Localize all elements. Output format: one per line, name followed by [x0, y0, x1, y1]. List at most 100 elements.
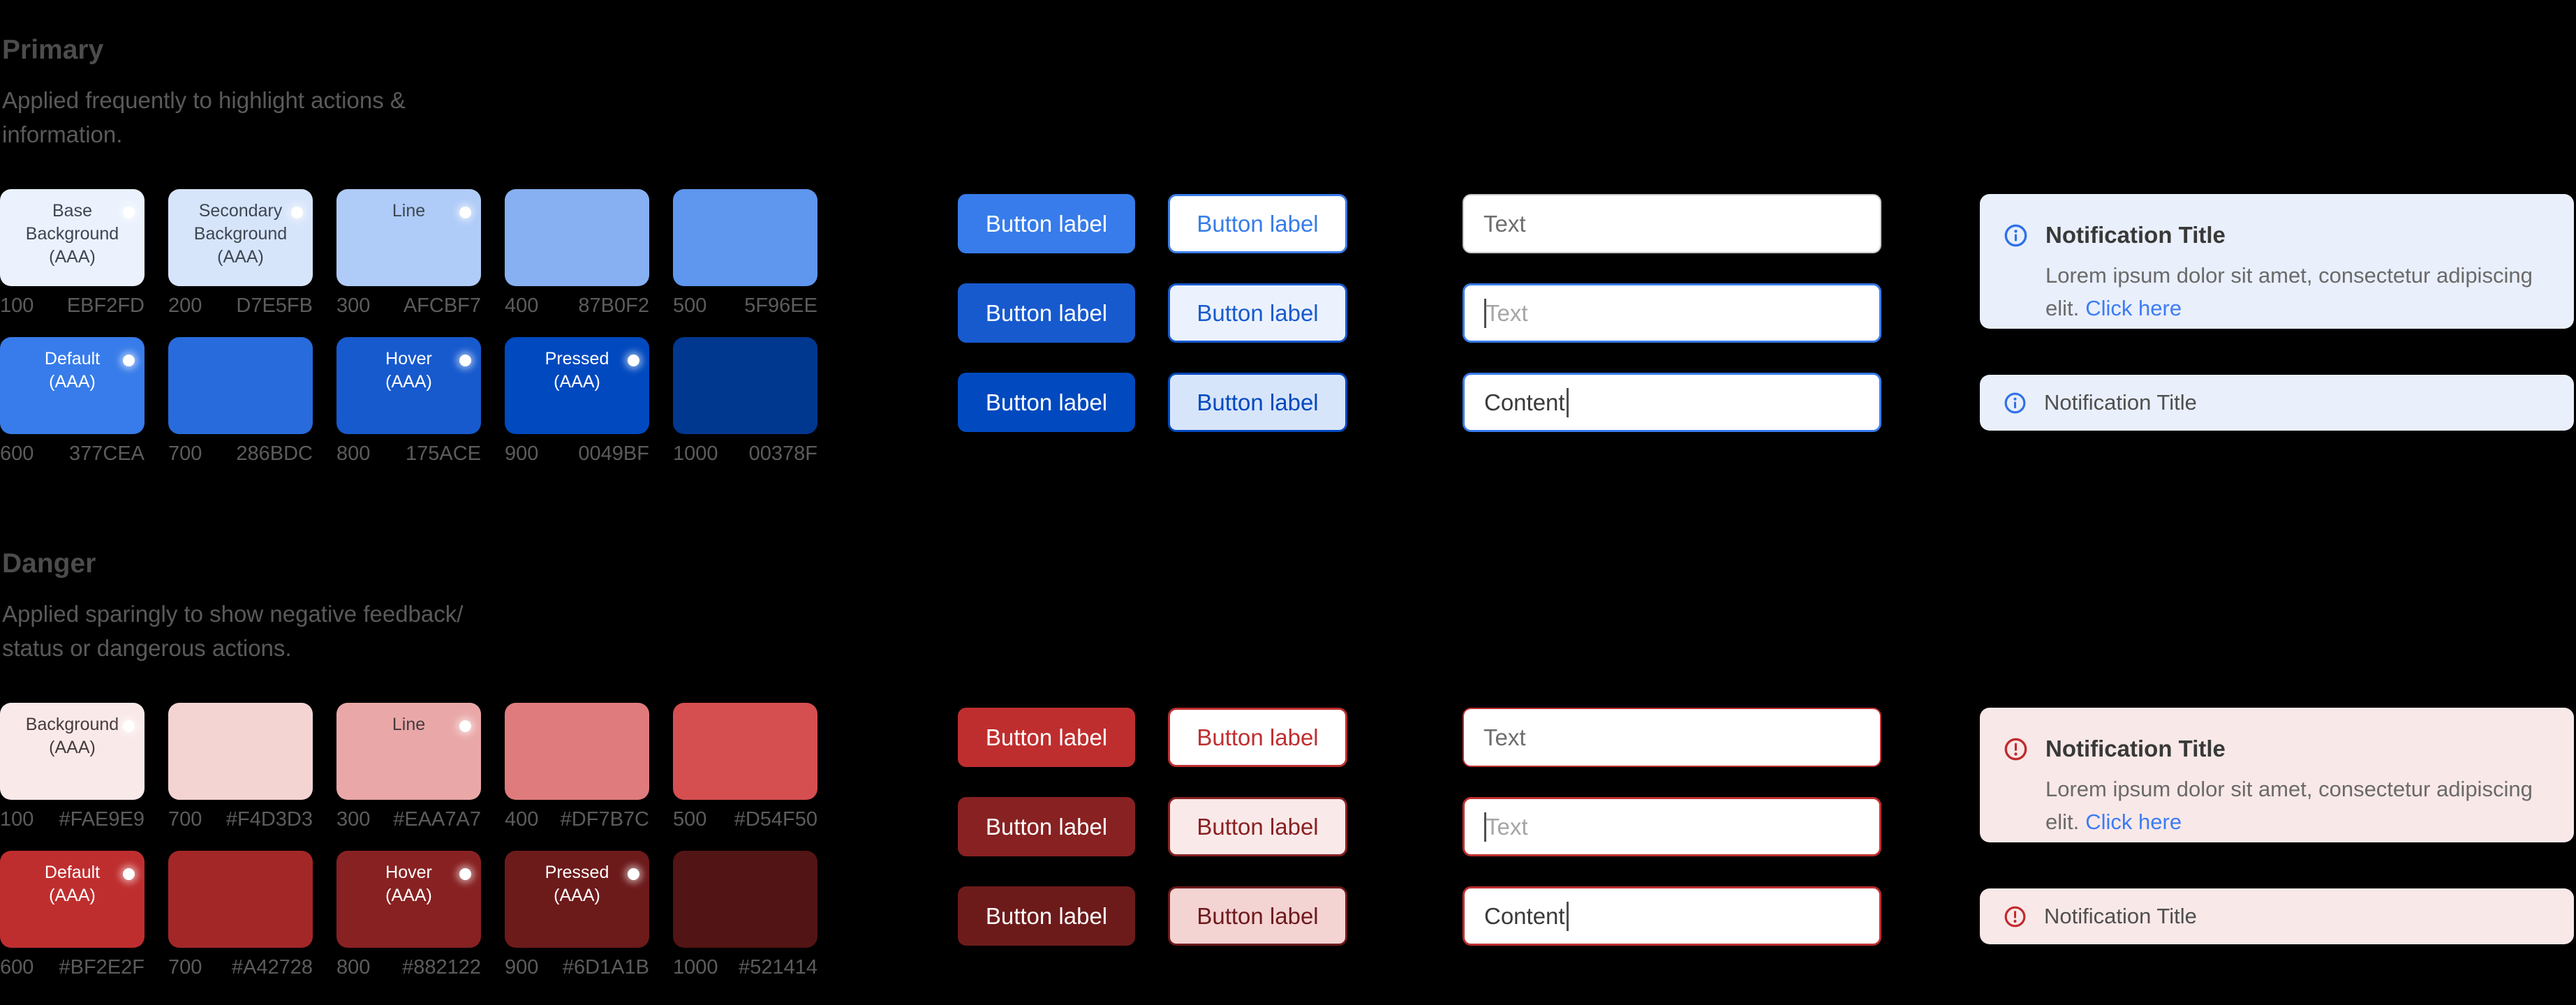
color-swatch-primary-500[interactable]	[673, 189, 817, 286]
color-swatch-primary-400[interactable]	[505, 189, 649, 286]
swatch-hex: #882122	[402, 956, 481, 978]
description-line: status or dangerous actions.	[2, 635, 292, 661]
danger-button-default[interactable]: Button label	[958, 708, 1135, 767]
selected-indicator-dot	[628, 355, 639, 366]
swatch-hex: #D54F50	[734, 808, 817, 831]
swatch-scale: 400	[505, 295, 539, 317]
danger-notification-compact: Notification Title	[1980, 888, 2574, 944]
danger-outline-button-hover[interactable]: Button label	[1168, 797, 1347, 856]
danger-text-input-default[interactable]: Text	[1463, 708, 1881, 767]
danger-button-pressed[interactable]: Button label	[958, 886, 1135, 946]
swatch-scale: 300	[336, 295, 371, 317]
primary-button-hover[interactable]: Button label	[958, 283, 1135, 343]
text-cursor	[1484, 812, 1486, 842]
swatch-scale: 500	[673, 295, 707, 317]
color-swatch-danger-700[interactable]	[168, 851, 313, 948]
text-input-default[interactable]: Text	[1463, 194, 1881, 253]
danger-text-input-focused[interactable]: Text	[1463, 797, 1881, 856]
swatch-scale: 900	[505, 956, 539, 978]
color-swatch-danger-800[interactable]: Hover(AAA)	[336, 851, 481, 948]
color-swatch-danger-200[interactable]	[168, 703, 313, 800]
swatch-scale: 700	[168, 808, 202, 831]
swatch-meta: 400#DF7B7C	[505, 808, 649, 831]
swatch-meta: 300#EAA7A7	[336, 808, 481, 831]
danger-text-input-filled[interactable]: Content	[1463, 886, 1881, 946]
input-value: Text	[1483, 210, 1526, 237]
swatch-role-label: Line	[392, 715, 426, 734]
swatch-scale: 100	[0, 295, 34, 317]
swatch-hex: #6D1A1B	[562, 956, 649, 978]
info-notification-compact: Notification Title	[1980, 375, 2574, 431]
swatch-meta: 100 #FAE9E9	[0, 808, 145, 831]
selected-indicator-dot	[459, 355, 471, 366]
swatch-meta: 500 #D54F50	[673, 808, 817, 831]
swatch-scale: 300	[336, 808, 371, 831]
color-swatch-danger-300[interactable]: Line	[336, 703, 481, 800]
swatch-scale: 400	[505, 808, 539, 831]
swatch-hex: D7E5FB	[236, 295, 313, 317]
primary-outline-button-default[interactable]: Button label	[1168, 194, 1347, 253]
notification-body: Lorem ipsum dolor sit amet, consectetur …	[2045, 777, 2533, 834]
color-swatch-danger-400[interactable]	[505, 703, 649, 800]
click-here-link[interactable]: Click here	[2085, 810, 2182, 834]
danger-notification-banner: Notification Title Lorem ipsum dolor sit…	[1980, 708, 2574, 842]
swatch-hex: 175ACE	[405, 442, 481, 465]
swatch-hex: 00378F	[748, 442, 817, 465]
notification-title: Notification Title	[2045, 736, 2226, 761]
notification-title: Notification Title	[2044, 904, 2197, 928]
color-swatch-danger-900[interactable]: Pressed(AAA)	[505, 851, 649, 948]
color-swatch-danger-500[interactable]	[673, 703, 817, 800]
swatch-role-label: Background(AAA)	[25, 715, 119, 757]
color-swatch-danger-1000[interactable]	[673, 851, 817, 948]
swatch-scale: 100	[0, 808, 34, 831]
swatch-scale: 700	[168, 442, 202, 465]
color-swatch-danger-100[interactable]: Background(AAA)	[0, 703, 145, 800]
notification-header: Notification Title	[2004, 222, 2546, 248]
color-swatch-primary-700[interactable]	[168, 337, 313, 434]
color-swatch-primary-600[interactable]: Default(AAA)	[0, 337, 145, 434]
swatch-hex: #FAE9E9	[59, 808, 145, 831]
danger-outline-button-pressed[interactable]: Button label	[1168, 886, 1347, 946]
selected-indicator-dot	[123, 720, 135, 732]
danger-outline-button-default[interactable]: Button label	[1168, 708, 1347, 767]
swatch-scale: 500	[673, 808, 707, 831]
text-input-filled[interactable]: Content	[1463, 373, 1881, 432]
selected-indicator-dot	[459, 207, 471, 218]
danger-button-hover[interactable]: Button label	[958, 797, 1135, 856]
primary-outline-button-pressed[interactable]: Button label	[1168, 373, 1347, 432]
notification-title: Notification Title	[2045, 222, 2226, 248]
text-cursor	[1566, 901, 1569, 931]
text-input-focused[interactable]: Text	[1463, 283, 1881, 343]
primary-button-pressed[interactable]: Button label	[958, 373, 1135, 432]
selected-indicator-dot	[459, 720, 471, 732]
input-value: Text	[1483, 724, 1526, 750]
primary-outline-button-hover[interactable]: Button label	[1168, 283, 1347, 343]
color-swatch-primary-300[interactable]: Line	[336, 189, 481, 286]
selected-indicator-dot	[123, 868, 135, 880]
primary-button-default[interactable]: Button label	[958, 194, 1135, 253]
section-title-primary: Primary	[2, 35, 104, 65]
info-icon	[2004, 224, 2027, 247]
swatch-scale: 700	[168, 956, 202, 978]
color-swatch-primary-900[interactable]: Pressed(AAA)	[505, 337, 649, 434]
color-swatch-primary-1000[interactable]	[673, 337, 817, 434]
click-here-link[interactable]: Click here	[2085, 296, 2182, 320]
section-description-primary: Applied frequently to highlight actions …	[2, 83, 406, 151]
swatch-scale: 600	[0, 442, 34, 465]
swatch-scale: 900	[505, 442, 539, 465]
swatch-role-label: Hover(AAA)	[385, 863, 432, 905]
color-swatch-primary-800[interactable]: Hover(AAA)	[336, 337, 481, 434]
color-swatch-danger-600[interactable]: Default(AAA)	[0, 851, 145, 948]
swatch-scale: 200	[168, 295, 202, 317]
swatch-meta: 800#882122	[336, 956, 481, 979]
